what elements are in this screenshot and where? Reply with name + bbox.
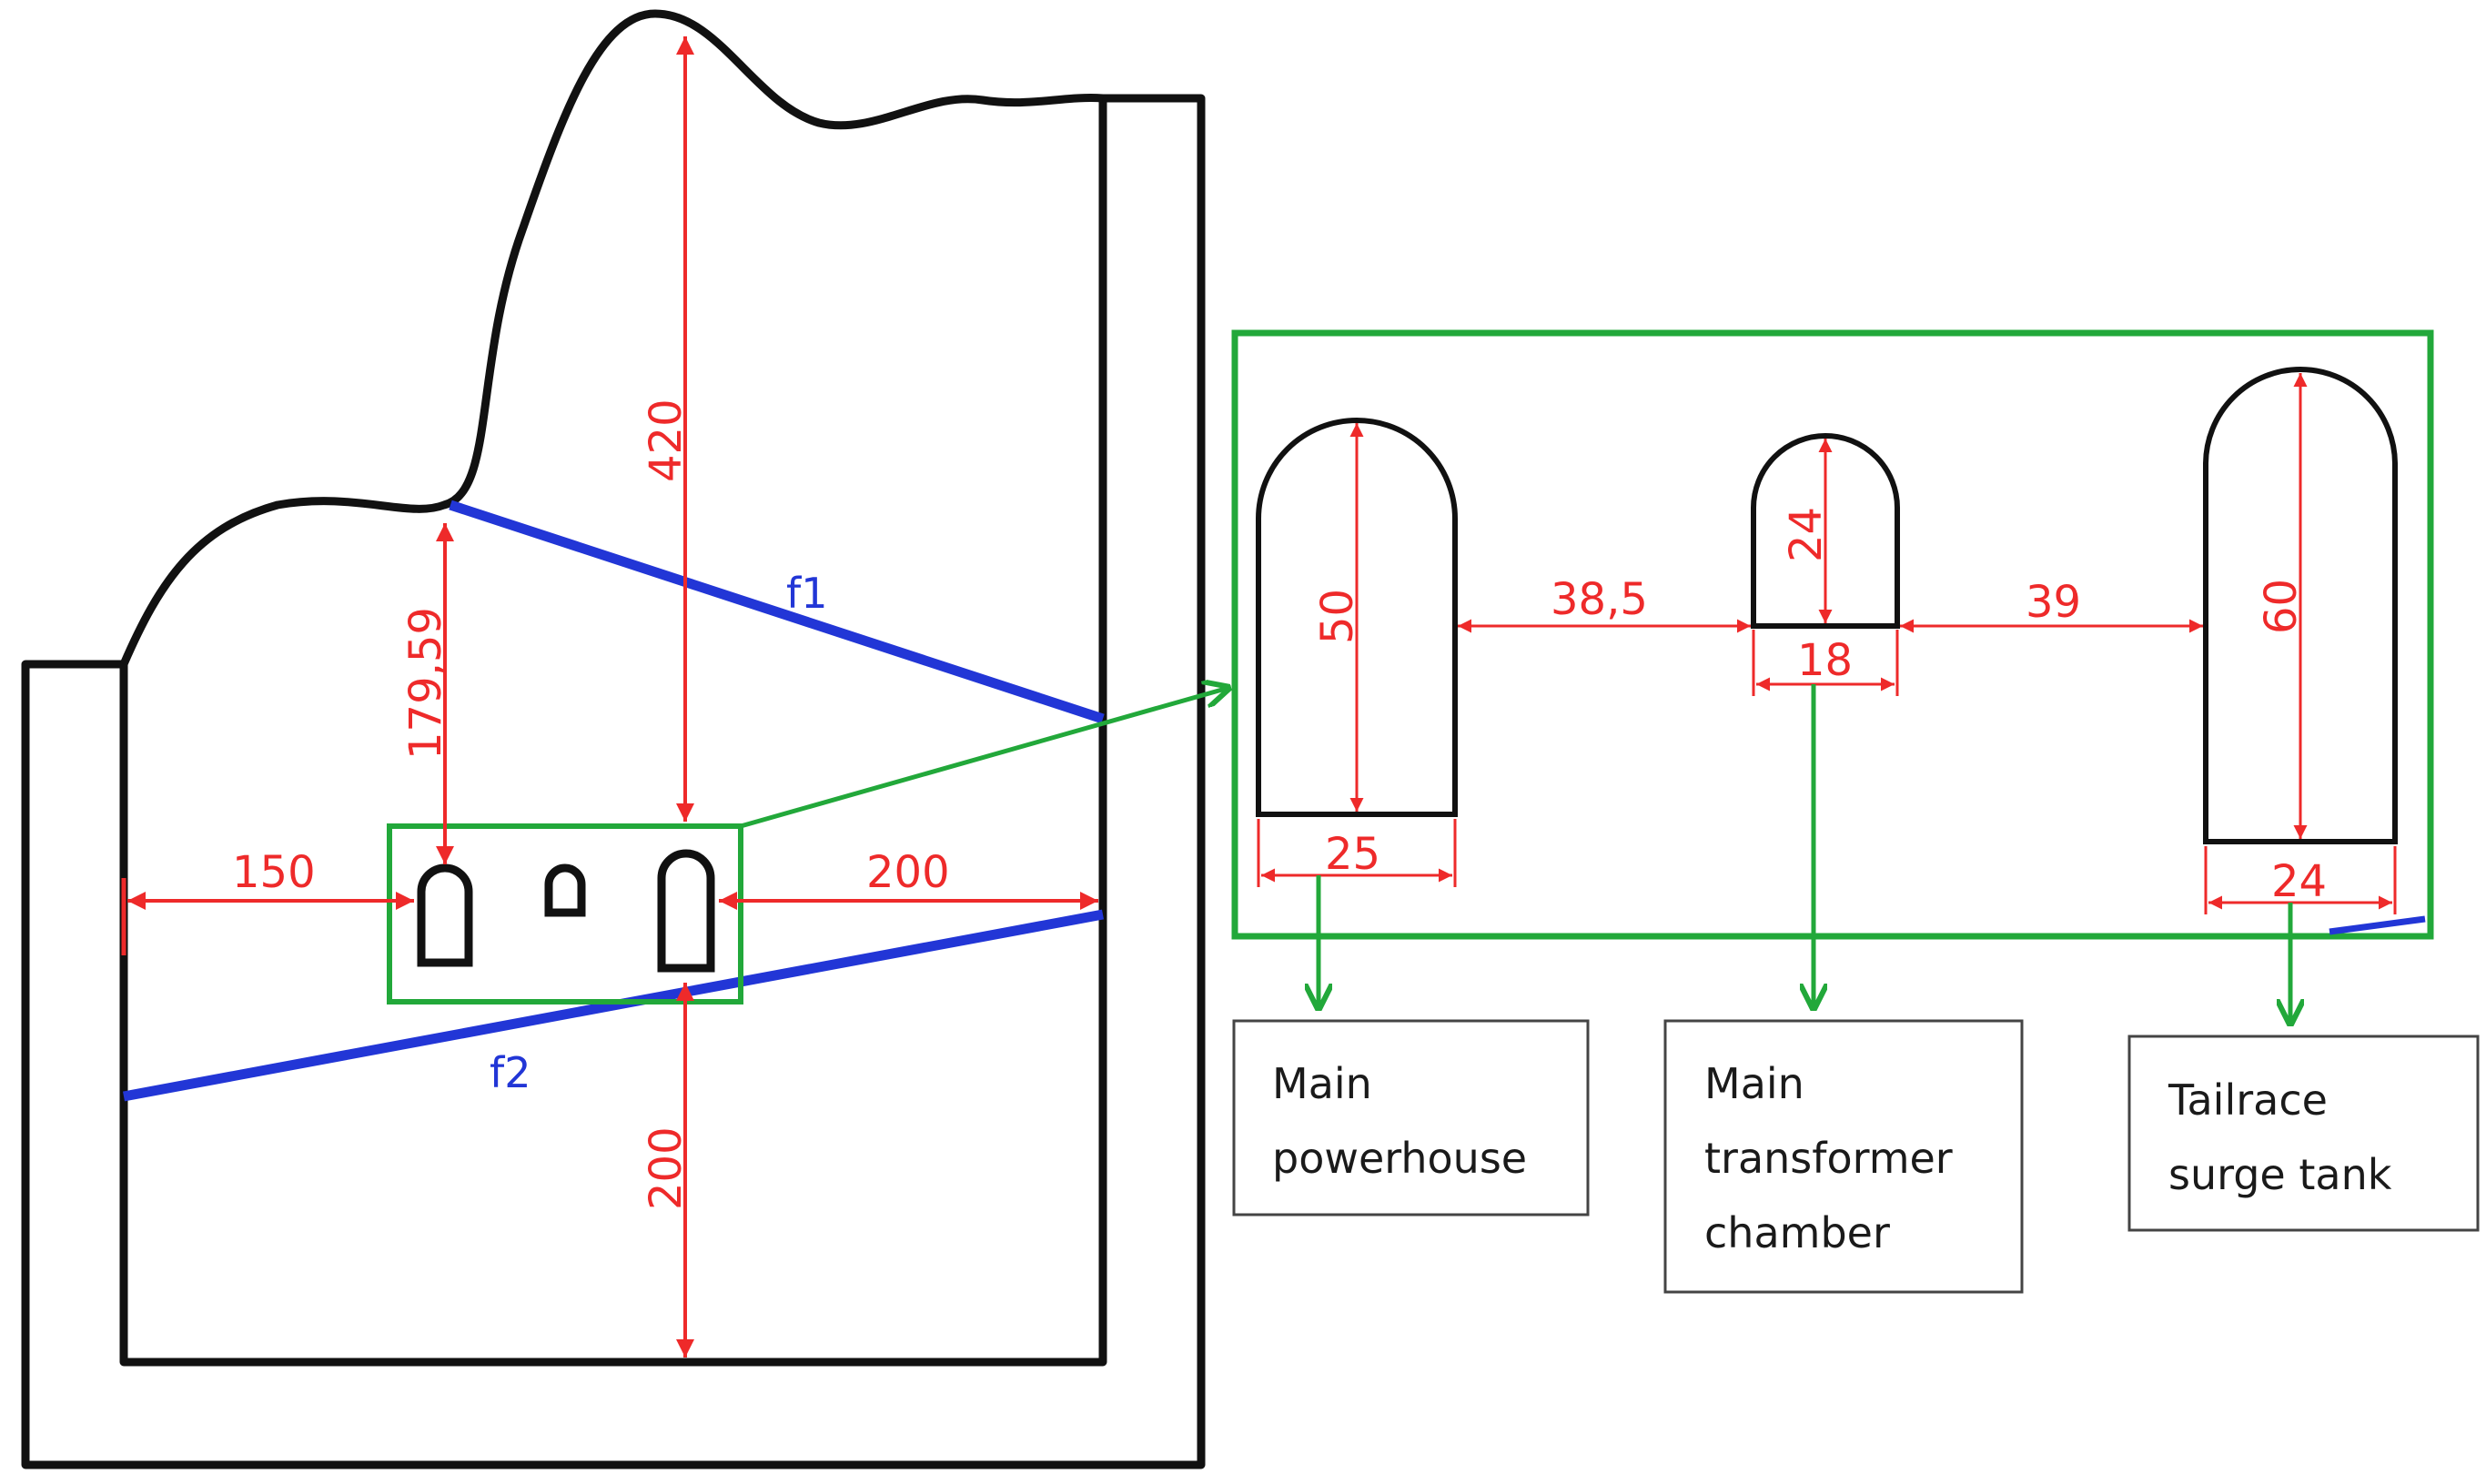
surge-tank-label: Tailrace surge tank — [2168, 1075, 2392, 1199]
surge-tank-label-box — [2127, 1035, 2480, 1232]
dim-surge-tank-height: 60 — [2256, 579, 2307, 634]
dim-width-left: 150 — [232, 847, 316, 898]
label-boxes — [1232, 1019, 2480, 1294]
overview-transformer-shape — [544, 863, 586, 917]
terrain-surface — [119, 9, 1104, 666]
detail-caverns — [1256, 367, 2398, 844]
dim-transformer-width: 18 — [1797, 635, 1853, 686]
fault-f2-label: f2 — [490, 1048, 531, 1097]
powerhouse-shape — [1256, 418, 1458, 817]
overview-powerhouse-shape — [417, 863, 473, 967]
zoom-connector-arrow — [740, 688, 1228, 829]
dim-height-top: 420 — [641, 399, 692, 482]
fault-f1-label: f1 — [786, 569, 827, 618]
overview-dimensions — [121, 36, 1098, 1358]
dim-width-right: 200 — [866, 847, 950, 898]
fault-f2-line — [122, 909, 1105, 1102]
dim-spacing-2: 39 — [2026, 577, 2081, 628]
inner-boundary — [119, 98, 1107, 1367]
dim-transformer-height: 24 — [1781, 507, 1832, 562]
transformer-shape — [1751, 433, 1900, 629]
overview-zoom-box — [387, 823, 743, 1004]
dim-powerhouse-height: 50 — [1312, 589, 1363, 644]
rock-mass-outline — [21, 9, 1206, 1469]
detail-fault-fragment — [2329, 915, 2426, 935]
label-arrows — [1319, 684, 2290, 1024]
dim-depth-below: 200 — [641, 1126, 692, 1210]
powerhouse-label-box — [1232, 1019, 1590, 1216]
overview-surge-tank-shape — [657, 849, 715, 973]
fault-f1-line — [449, 500, 1105, 724]
dim-height-left: 179,59 — [400, 607, 451, 760]
dim-surge-tank-width: 24 — [2271, 856, 2327, 907]
detail-frame — [1231, 329, 2434, 940]
detail-dimensions — [1257, 373, 2397, 914]
overview-caverns — [417, 849, 715, 973]
dim-spacing-1: 38,5 — [1551, 574, 1648, 625]
faults: f1 f2 — [122, 500, 1105, 1102]
powerhouse-label: Main powerhouse — [1272, 1059, 1528, 1183]
transformer-label-box — [1663, 1019, 2024, 1294]
surge-tank-shape — [2203, 367, 2398, 844]
dim-powerhouse-width: 25 — [1325, 829, 1380, 880]
transformer-label: Main transformer chamber — [1704, 1059, 1953, 1257]
outer-boundary — [21, 94, 1206, 1469]
